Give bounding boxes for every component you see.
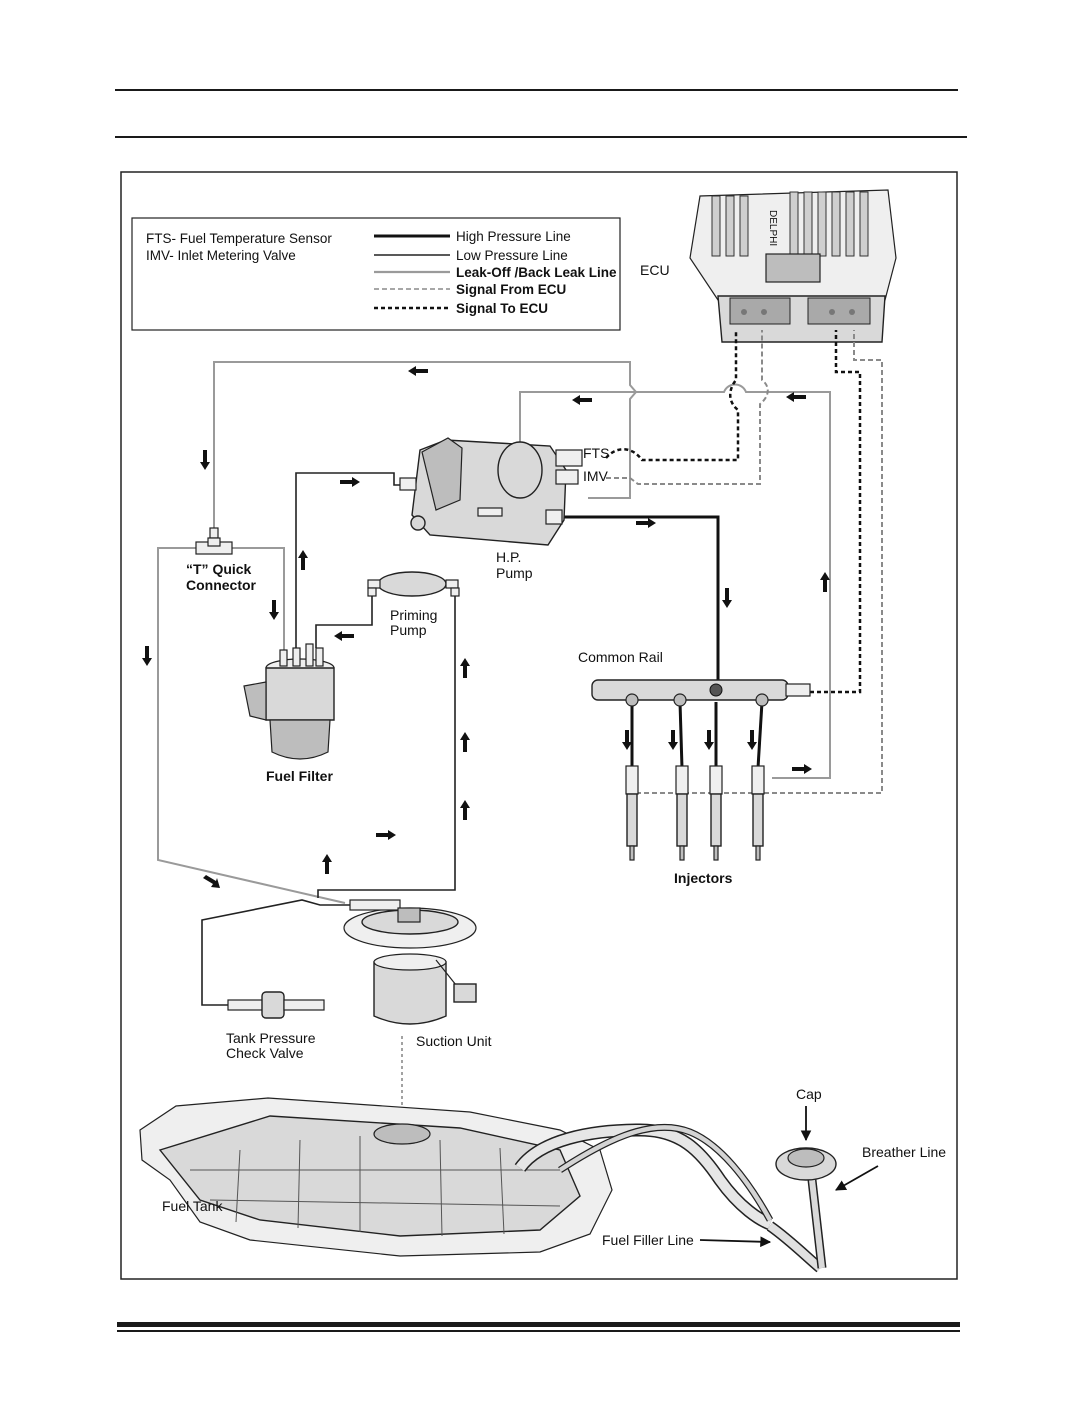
injector-1 (625, 765, 639, 861)
signal-fts-to-ecu (605, 330, 740, 462)
suction-unit (343, 899, 477, 1025)
header-rule-bottom (115, 136, 967, 138)
hp-pump (399, 437, 583, 546)
lp-check-valve-line (201, 899, 362, 1006)
injectors-label: Injectors (674, 870, 733, 886)
priming-pump-label-2: Pump (390, 622, 427, 638)
arrow-down-t-to-filter (269, 600, 279, 620)
ecu-label: ECU (640, 262, 670, 278)
lp-priming-to-filter (315, 592, 373, 648)
leak-off-t-branch (157, 547, 346, 904)
priming-pump (367, 571, 460, 597)
arrow-left-ecu-leak (786, 392, 806, 402)
injector-2 (675, 765, 689, 861)
lp-filter-to-pump (295, 472, 402, 655)
injector-4 (751, 765, 765, 861)
ecu: DELPHI (689, 189, 897, 343)
arrow-right-to-pump (340, 477, 360, 487)
leak-off-t-to-filter (228, 547, 285, 655)
check-valve-label-1: Tank Pressure (226, 1030, 316, 1046)
legend-label-signal-to-ecu: Signal To ECU (456, 301, 548, 316)
arrow-down-injector-1 (622, 730, 632, 750)
arrow-up-lp-2 (460, 732, 470, 752)
suction-unit-label: Suction Unit (416, 1033, 492, 1049)
check-valve-label-2: Check Valve (226, 1045, 304, 1061)
fts-label: FTS (583, 445, 609, 461)
leak-off-return-pump (519, 383, 831, 779)
header-rule-top (115, 89, 958, 91)
fuel-filler-line-label: Fuel Filler Line (602, 1232, 694, 1248)
fuel-filler-line-leader (699, 1236, 772, 1248)
arrow-left-priming-out (334, 631, 354, 641)
arrow-up-tank-out (322, 854, 332, 874)
hp-pump-label-2: Pump (496, 565, 533, 581)
cap-label: Cap (796, 1086, 822, 1102)
t-connector-label-2: Connector (186, 577, 257, 593)
arrow-down-injector-3 (704, 730, 714, 750)
ecu-brand: DELPHI (767, 210, 778, 246)
leak-off-return-main (213, 361, 638, 530)
arrow-down-return-left (142, 646, 152, 666)
imv-label: IMV (583, 468, 609, 484)
filler-neck-assembly (514, 1123, 837, 1273)
arrow-up-injector-leak (820, 572, 830, 592)
legend-label-leak-off: Leak-Off /Back Leak Line (456, 265, 617, 280)
hp-pump-to-rail (560, 515, 720, 690)
t-quick-connector (195, 527, 233, 555)
legend-label-high-pressure: High Pressure Line (456, 229, 571, 244)
flow-arrows (142, 366, 830, 888)
fuel-filter (243, 643, 335, 760)
arrow-down-injector-4 (747, 730, 757, 750)
hp-rail-to-injector-4 (756, 701, 764, 769)
common-rail-label: Common Rail (578, 649, 663, 665)
injectors-group (625, 765, 765, 861)
arrow-left-pump-leak (572, 395, 592, 405)
arrow-up-filter-out (298, 550, 308, 570)
fuel-tank (139, 1097, 613, 1257)
tank-pressure-check-valve (227, 991, 325, 1019)
footer-rule-thin (117, 1330, 960, 1332)
arrow-right-injector-leak (792, 764, 812, 774)
hp-pump-label-1: H.P. (496, 549, 521, 565)
footer-rule-thick (117, 1322, 960, 1327)
arrow-right-lp-tank (376, 830, 396, 840)
t-connector-label-1: “T” Quick (186, 561, 252, 577)
injector-3 (709, 765, 723, 861)
fuel-filter-label: Fuel Filter (266, 768, 333, 784)
legend-imv: IMV- Inlet Metering Valve (146, 248, 296, 263)
legend-fts: FTS- Fuel Temperature Sensor (146, 231, 332, 246)
arrow-right-hp-out (636, 518, 656, 528)
arrow-down-injector-2 (668, 730, 678, 750)
arrow-up-lp-1 (460, 658, 470, 678)
arrow-left-top-leak (408, 366, 428, 376)
fuel-tank-label: Fuel Tank (162, 1198, 223, 1214)
hp-rail-to-injector-2 (678, 701, 684, 769)
signal-ecu-to-injectors (636, 330, 883, 794)
diagram-frame (120, 171, 958, 1280)
priming-pump-label-1: Priming (390, 607, 437, 623)
arrow-down-t-feed (200, 450, 210, 470)
arrow-down-hp-rail (722, 588, 732, 608)
lp-tank-to-priming (317, 592, 456, 898)
common-rail (591, 679, 811, 707)
arrow-up-lp-3 (460, 800, 470, 820)
legend: FTS- Fuel Temperature Sensor IMV- Inlet … (131, 217, 621, 331)
breather-line-leader (835, 1165, 879, 1191)
signal-rail-sensor-to-ecu (810, 330, 862, 694)
arrow-diag-return-tank (203, 875, 220, 888)
breather-line-label: Breather Line (862, 1144, 946, 1160)
legend-label-signal-from-ecu: Signal From ECU (456, 282, 566, 297)
legend-label-low-pressure: Low Pressure Line (456, 248, 568, 263)
